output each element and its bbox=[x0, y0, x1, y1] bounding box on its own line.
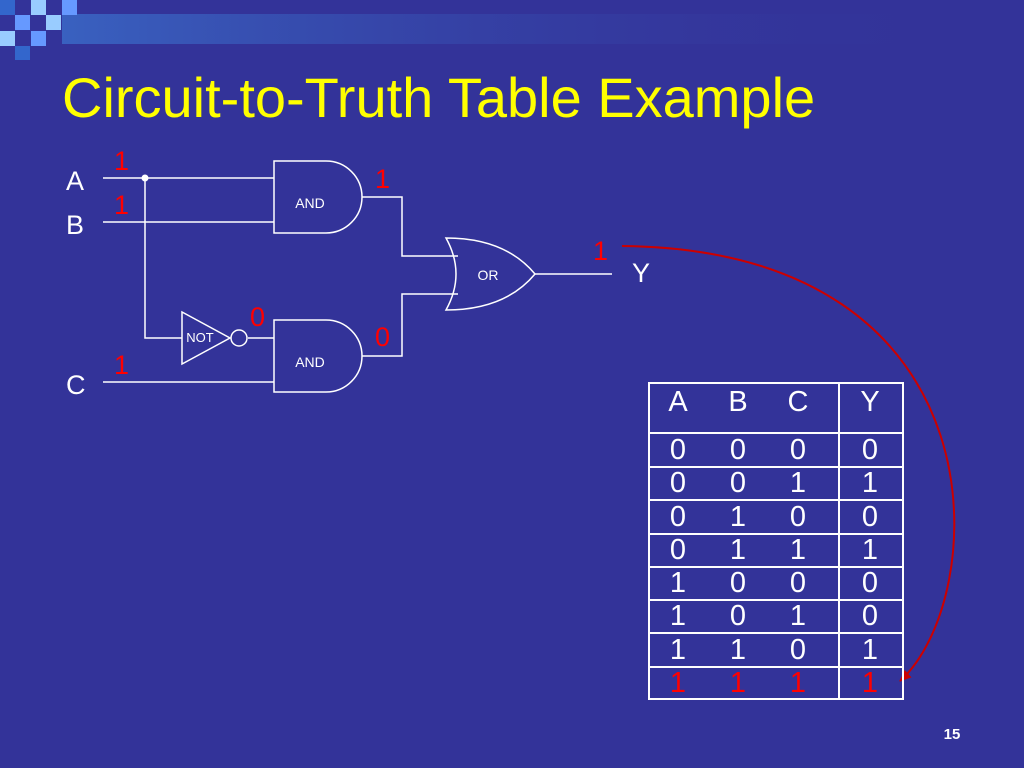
truth-table-cell: 1 bbox=[861, 467, 879, 500]
slide-title: Circuit-to-Truth Table Example bbox=[62, 66, 816, 129]
wire-and-top-out bbox=[362, 196, 458, 257]
truth-table-row: 1 1 1 1 bbox=[650, 667, 902, 701]
truth-table-cell: 0 bbox=[789, 633, 807, 666]
truth-table-cell: 0 bbox=[669, 434, 687, 466]
truth-table-header-cell: A bbox=[668, 386, 688, 418]
truth-table-cell: 0 bbox=[861, 600, 879, 633]
truth-table-cell: 1 bbox=[789, 467, 807, 500]
truth-table-cell: 1 bbox=[789, 600, 807, 633]
output-y-label: Y bbox=[632, 258, 650, 288]
truth-table-cell: 1 bbox=[729, 533, 747, 566]
truth-table-cell: 0 bbox=[669, 533, 687, 566]
truth-table-cell: 0 bbox=[729, 467, 747, 500]
truth-table-cell: 1 bbox=[669, 633, 687, 666]
wire-a-branch bbox=[144, 178, 182, 339]
corner-square bbox=[62, 0, 77, 15]
value-and-bottom: 0 bbox=[375, 322, 390, 352]
truth-table-header-cell: C bbox=[787, 386, 809, 418]
truth-table-cell: 1 bbox=[729, 633, 747, 666]
wire-and-bottom-out bbox=[362, 293, 458, 357]
truth-table-cell: 1 bbox=[789, 666, 807, 699]
corner-square bbox=[31, 0, 46, 15]
and-gate-bottom bbox=[273, 319, 363, 393]
not-gate-bubble bbox=[230, 329, 248, 347]
value-and-top: 1 bbox=[375, 164, 390, 194]
corner-decoration bbox=[0, 0, 962, 60]
input-c-label: C bbox=[66, 370, 86, 400]
truth-table-row: 0 1 1 1 bbox=[650, 534, 902, 568]
truth-table-cell: 0 bbox=[669, 500, 687, 533]
corner-square bbox=[46, 15, 61, 30]
truth-table-cell: 0 bbox=[861, 434, 879, 466]
truth-table-row: 0 0 1 1 bbox=[650, 467, 902, 502]
truth-table-cell: 0 bbox=[729, 567, 747, 599]
truth-table-cell: 1 bbox=[669, 666, 687, 699]
and-gate-top bbox=[273, 160, 363, 234]
truth-table-cell: 0 bbox=[789, 567, 807, 599]
truth-table-cell: 1 bbox=[789, 533, 807, 566]
corner-square bbox=[15, 46, 30, 60]
not-label: NOT bbox=[186, 330, 214, 345]
not-gate bbox=[181, 310, 232, 366]
or-gate bbox=[444, 237, 536, 311]
truth-table-cell: 0 bbox=[789, 434, 807, 466]
truth-table-row: 0 0 0 0 bbox=[650, 434, 902, 468]
truth-table-cell: 1 bbox=[729, 666, 747, 699]
corner-square bbox=[31, 31, 46, 46]
value-a: 1 bbox=[114, 146, 129, 176]
truth-table-cell: 0 bbox=[669, 467, 687, 500]
corner-square bbox=[0, 31, 15, 46]
truth-table-cell: 1 bbox=[669, 600, 687, 633]
and-bottom-label: AND bbox=[295, 354, 325, 370]
truth-table-cell: 0 bbox=[729, 434, 747, 466]
value-not: 0 bbox=[250, 302, 265, 332]
input-a-label: A bbox=[66, 166, 84, 196]
junction-dot bbox=[141, 174, 149, 182]
truth-table-header-cell: B bbox=[728, 386, 748, 418]
truth-table-row: 1 1 0 1 bbox=[650, 634, 902, 668]
and-top-label: AND bbox=[295, 195, 325, 211]
truth-table-divider bbox=[838, 384, 840, 698]
corner-square bbox=[0, 0, 15, 15]
truth-table-cell: 1 bbox=[861, 633, 879, 666]
value-c: 1 bbox=[114, 350, 129, 380]
truth-table-cell: 0 bbox=[729, 600, 747, 633]
truth-table-cell: 0 bbox=[861, 500, 879, 533]
title-gradient-band bbox=[62, 14, 962, 44]
value-or: 1 bbox=[593, 236, 608, 266]
truth-table-row: 0 1 0 0 bbox=[650, 501, 902, 535]
truth-table-cell: 1 bbox=[669, 567, 687, 599]
truth-table-row: 1 0 1 0 bbox=[650, 600, 902, 635]
truth-table-cell: 0 bbox=[789, 500, 807, 533]
input-b-label: B bbox=[66, 210, 84, 240]
truth-table-cell: 1 bbox=[729, 500, 747, 533]
truth-table-row: 1 0 0 0 bbox=[650, 567, 902, 601]
result-arrow bbox=[621, 245, 956, 682]
truth-table-cell: 0 bbox=[861, 567, 879, 599]
corner-square bbox=[15, 15, 30, 30]
page-number: 15 bbox=[943, 726, 961, 743]
truth-table-header-cell: Y bbox=[860, 386, 880, 418]
truth-table-cell: 1 bbox=[861, 666, 879, 699]
truth-table-cell: 1 bbox=[861, 533, 879, 566]
or-label: OR bbox=[478, 267, 499, 283]
value-b: 1 bbox=[114, 190, 129, 220]
